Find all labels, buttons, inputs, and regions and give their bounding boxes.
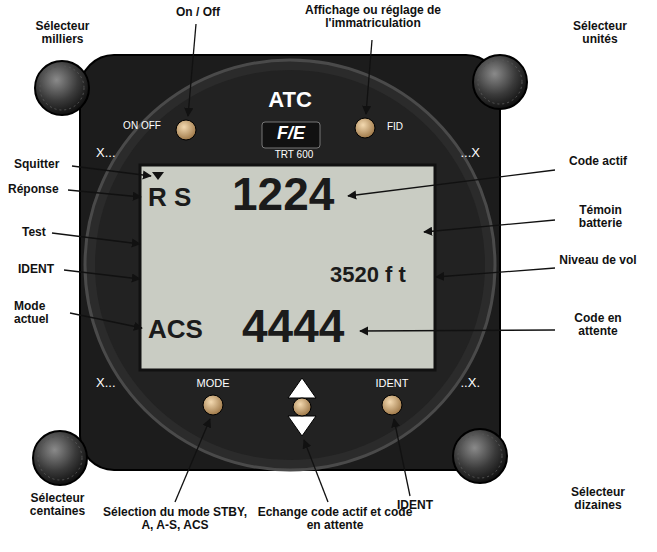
device-text: X... [96, 376, 136, 390]
housing [80, 55, 500, 470]
device-text: ..X. [440, 376, 480, 390]
logo-text: F/E [262, 124, 320, 143]
device-text: ATC [250, 88, 330, 111]
squitter-mark [152, 172, 164, 180]
callout-label: Sélecteur dizaines [548, 486, 648, 511]
callout-label: Code actif [558, 155, 638, 168]
knob [33, 431, 87, 485]
display-text: 1224 [232, 170, 352, 218]
lcd-display [140, 165, 435, 370]
knob [35, 61, 89, 115]
ident-button [382, 395, 402, 415]
bezel-ring [85, 60, 495, 470]
callout-label: IDENT [18, 263, 68, 276]
callout-label: Code en attente [558, 312, 638, 337]
callout-label: Mode actuel [14, 300, 70, 325]
logo-plate [262, 122, 320, 148]
callout-label: Sélecteur centaines [10, 492, 105, 517]
callout-label: On / Off [158, 6, 238, 19]
knob [473, 55, 527, 109]
callout-label: Squitter [14, 158, 74, 171]
callout-label: Réponse [8, 183, 70, 196]
display-text: R S [148, 184, 208, 211]
callout-label: Affichage ou réglage de l'immatriculatio… [288, 4, 458, 29]
callout-label: Sélecteur milliers [20, 20, 105, 45]
callout-label: Témoin batterie [558, 204, 643, 229]
on-off-button [176, 120, 196, 140]
device-text: ...X [440, 146, 480, 160]
callout-label: IDENT [385, 499, 445, 512]
display-text: 3520 f t [330, 263, 430, 286]
knob [453, 429, 507, 483]
device-text: MODE [188, 378, 238, 390]
callout-label: Sélecteur unités [555, 20, 645, 45]
callout-label: Sélection du mode STBY, A, A-S, ACS [100, 506, 250, 531]
callout-label: Niveau de vol [558, 254, 638, 267]
display-text: ACS [148, 316, 218, 343]
swap-button [288, 378, 316, 436]
mode-button [203, 395, 223, 415]
device-text: X... [96, 146, 136, 160]
callout-label: Echange code actif et code en attente [255, 506, 415, 531]
device-text: FID [380, 122, 410, 133]
display-text: 4444 [242, 302, 362, 350]
leader-lines [52, 24, 555, 502]
callout-label: Test [22, 226, 62, 239]
device-text: TRT 600 [255, 150, 333, 161]
device-text: ON OFF [122, 121, 162, 132]
device-text: IDENT [365, 378, 419, 390]
fid-button [355, 118, 375, 138]
bezel-face [95, 70, 485, 460]
